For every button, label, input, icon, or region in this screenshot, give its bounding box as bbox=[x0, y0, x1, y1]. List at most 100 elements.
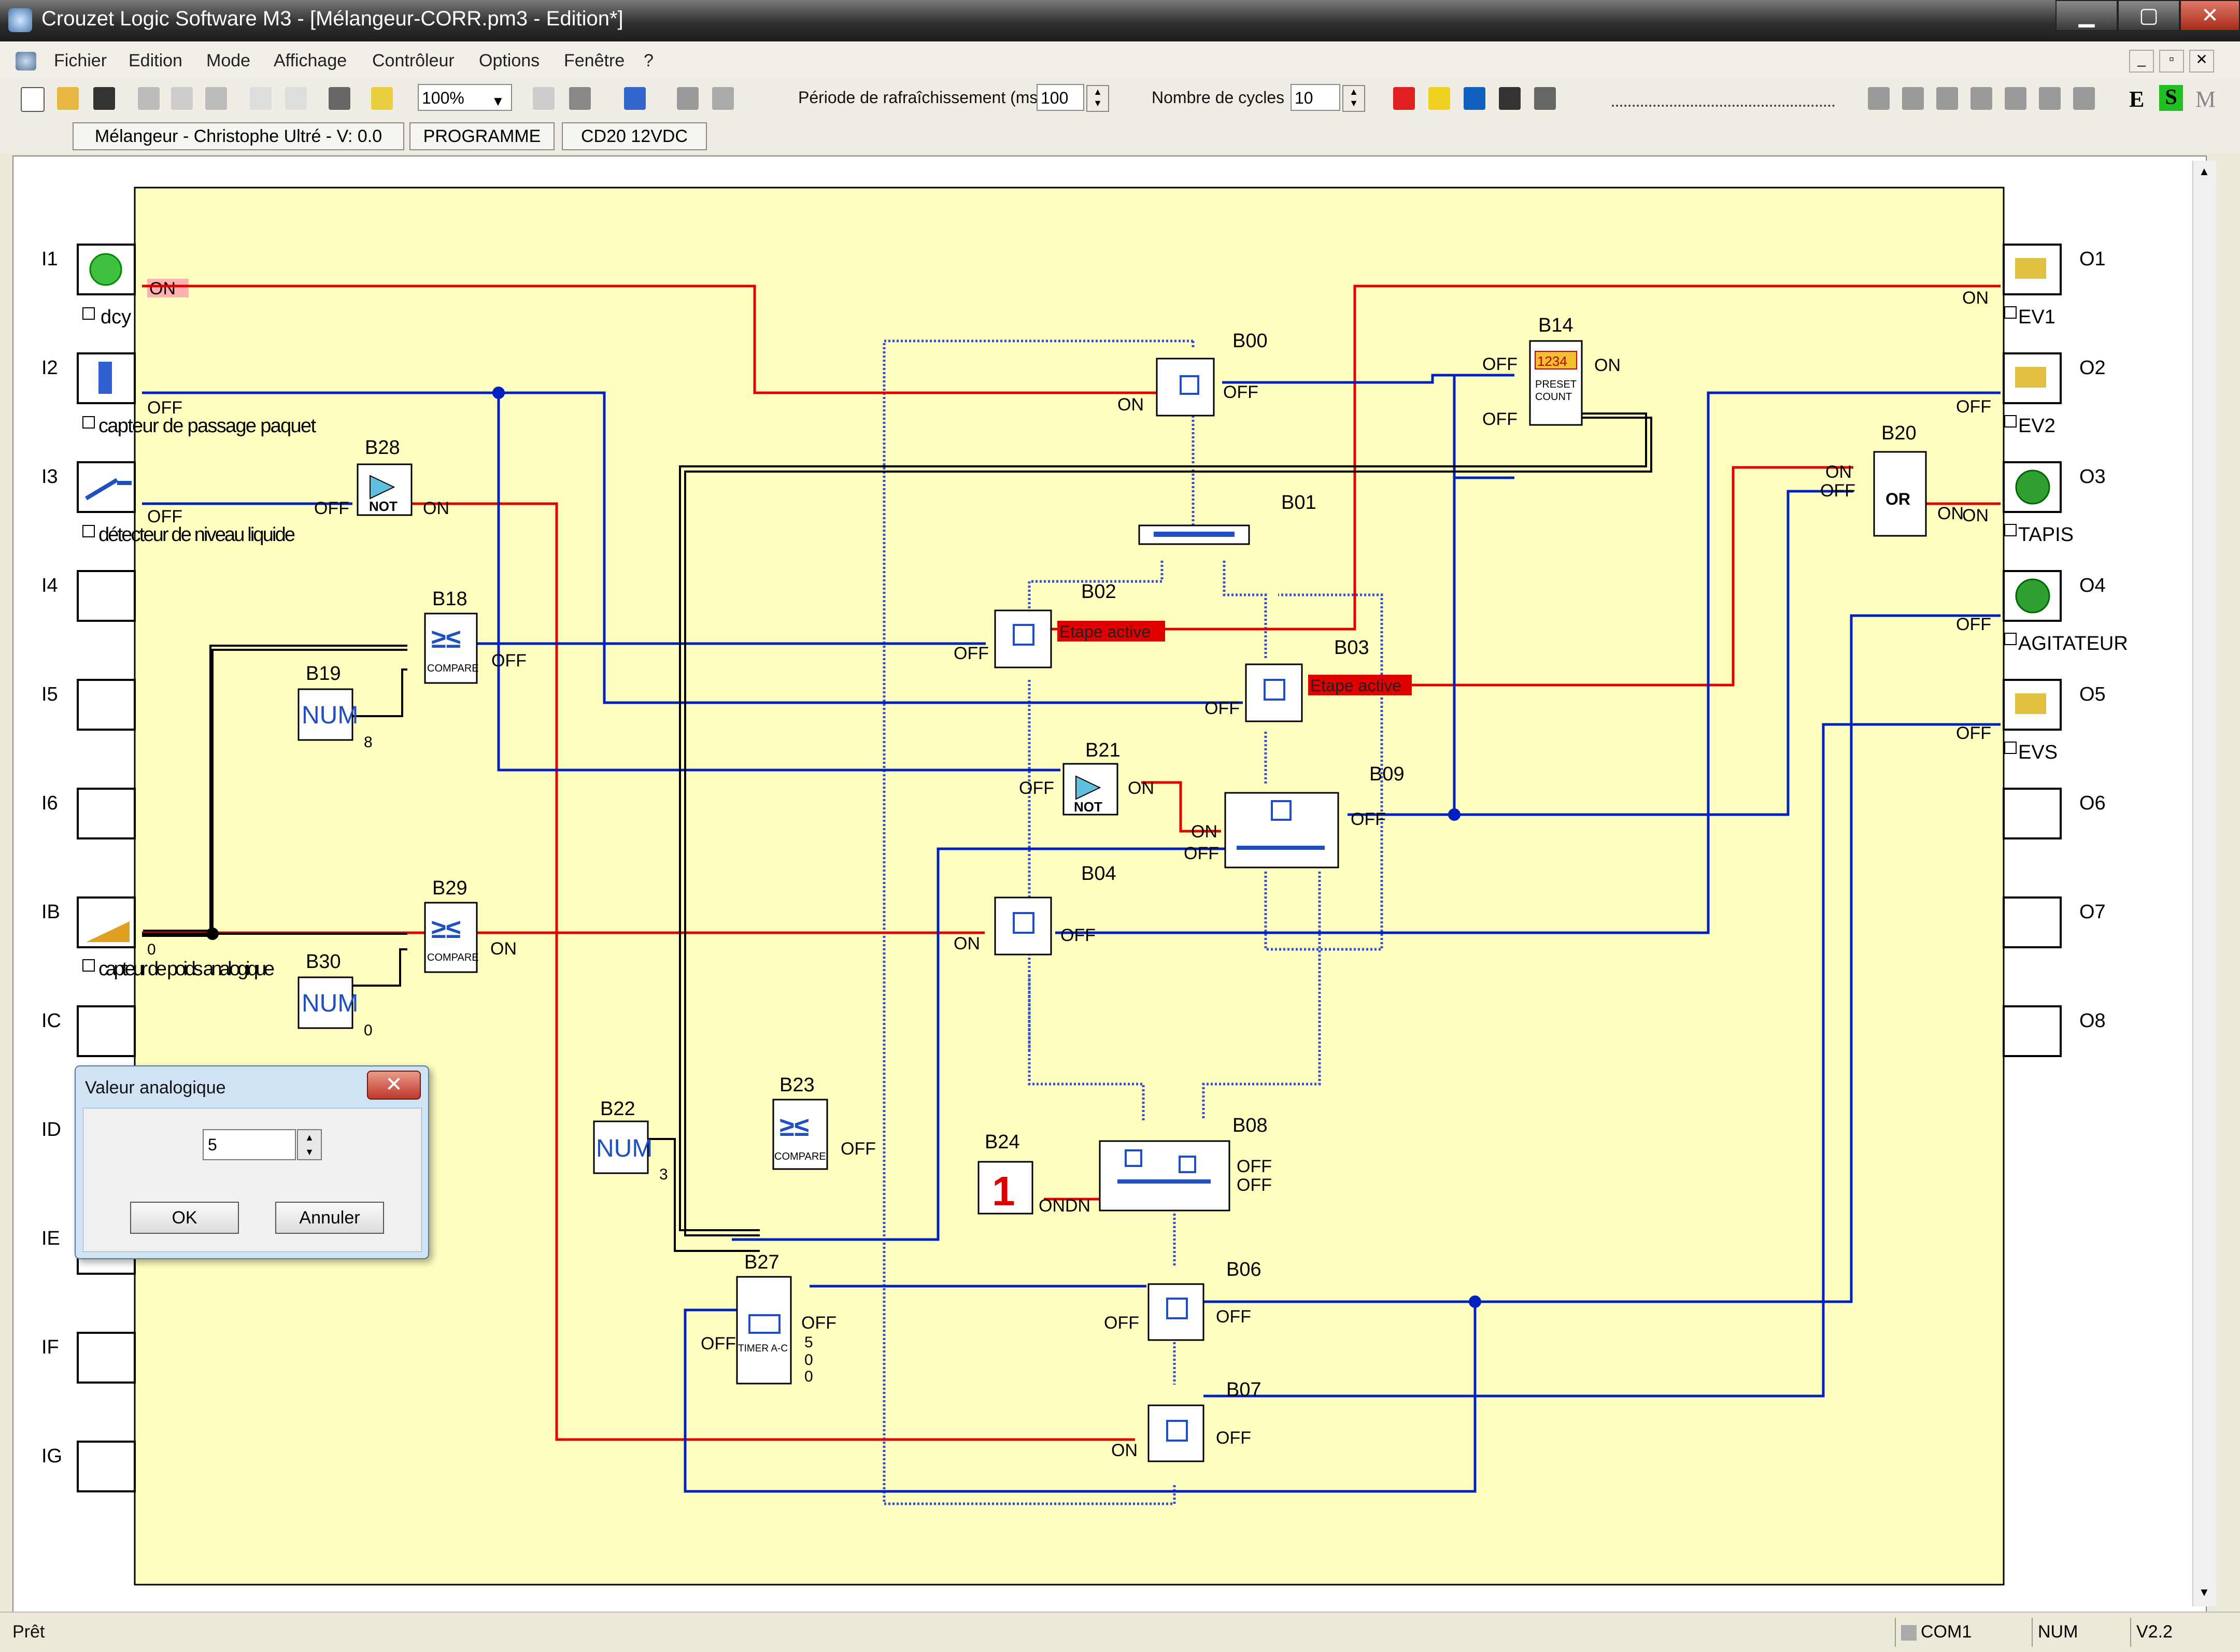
minimize-button[interactable]: ▁ bbox=[2055, 0, 2118, 31]
menu-fichier[interactable]: Fichier bbox=[54, 51, 107, 70]
input-checkbox[interactable] bbox=[82, 307, 95, 320]
mdi-close-button[interactable]: ✕ bbox=[2189, 50, 2214, 73]
vertical-scrollbar[interactable]: ▲ ▼ bbox=[2192, 161, 2216, 1606]
block-B02[interactable]: B02 Etape active OFF bbox=[954, 581, 1165, 668]
output-O7[interactable]: O7 bbox=[2003, 896, 2106, 948]
scroll-down-icon[interactable]: ▼ bbox=[2199, 1586, 2210, 1599]
new-file-icon[interactable] bbox=[21, 87, 45, 112]
output-O4[interactable]: O4 AGITATEUR OFF bbox=[1956, 570, 2128, 654]
menu-fenetre[interactable]: Fenêtre bbox=[564, 51, 625, 70]
output-checkbox[interactable] bbox=[2004, 524, 2017, 536]
refresh-spinner[interactable]: ▲▼ bbox=[1086, 85, 1109, 112]
zoom-select[interactable]: 100% bbox=[418, 84, 512, 111]
step-icon[interactable] bbox=[1464, 87, 1485, 110]
block-B27[interactable]: B27 TIMER A-C OFF OFF 5 0 0 bbox=[701, 1251, 837, 1385]
copy-icon[interactable] bbox=[171, 87, 193, 110]
io-icon-6[interactable] bbox=[2039, 87, 2061, 110]
block-B20[interactable]: B20 OR ON OFF ON bbox=[1820, 422, 1964, 537]
undo-icon[interactable] bbox=[250, 87, 272, 110]
pause-icon[interactable] bbox=[1393, 87, 1415, 110]
input-IC[interactable]: IC bbox=[41, 1005, 136, 1057]
maximize-button[interactable]: ▢ bbox=[2118, 0, 2180, 31]
io-icon-5[interactable] bbox=[2005, 87, 2026, 110]
block-B19[interactable]: B19 NUM 8 bbox=[297, 663, 373, 751]
input-I3[interactable]: I3 détecteur de niveau liquide OFF bbox=[41, 461, 295, 546]
menu-help[interactable]: ? bbox=[644, 51, 654, 70]
dialog-close-button[interactable]: ✕ bbox=[367, 1071, 421, 1100]
settings-icon[interactable] bbox=[1534, 87, 1556, 110]
analog-value-input[interactable]: 5 bbox=[203, 1129, 296, 1160]
block-B24[interactable]: B24 1 ONDN bbox=[977, 1131, 1090, 1216]
output-checkbox[interactable] bbox=[2004, 742, 2017, 754]
input-I6[interactable]: I6 bbox=[41, 788, 136, 839]
input-IF[interactable]: IF bbox=[41, 1332, 136, 1384]
open-folder-icon[interactable] bbox=[57, 87, 79, 110]
close-button[interactable]: ✕ bbox=[2180, 0, 2240, 31]
analog-value-spinner[interactable]: ▲▼ bbox=[297, 1129, 322, 1160]
output-checkbox[interactable] bbox=[2004, 633, 2017, 645]
block-B18[interactable]: B18 ≥≤ COMPARE OFF bbox=[424, 588, 527, 684]
block-B01[interactable]: B01 bbox=[1138, 492, 1316, 545]
input-I2[interactable]: I2 capteur de passage paquet OFF bbox=[41, 352, 316, 437]
cut-icon[interactable] bbox=[138, 87, 160, 110]
output-O8[interactable]: O8 bbox=[2003, 1005, 2106, 1057]
input-checkbox[interactable] bbox=[82, 416, 95, 429]
io-icon-7[interactable] bbox=[2073, 87, 2095, 110]
save-icon[interactable] bbox=[93, 87, 115, 110]
block-B14[interactable]: B14 1234 PRESET COUNT ON OFF OFF bbox=[1482, 315, 1621, 429]
mode-e-button[interactable]: E bbox=[2129, 87, 2145, 112]
input-checkbox[interactable] bbox=[82, 959, 95, 972]
paste-icon[interactable] bbox=[205, 87, 227, 110]
io-icon-2[interactable] bbox=[1902, 87, 1924, 110]
output-O5[interactable]: O5 EVS OFF bbox=[1956, 679, 2106, 763]
program-canvas[interactable] bbox=[134, 187, 2005, 1586]
block-B08[interactable]: B08 OFF OFF bbox=[1099, 1115, 1272, 1212]
block-B09[interactable]: B09 OFF ON OFF bbox=[1184, 763, 1405, 868]
io-icon-1[interactable] bbox=[1868, 87, 1890, 110]
block-B28[interactable]: B28 NOT ON OFF bbox=[314, 437, 449, 518]
cancel-button[interactable]: Annuler bbox=[275, 1202, 384, 1234]
block-B29[interactable]: B29 ≥≤ COMPARE ON bbox=[424, 877, 517, 973]
block-B00[interactable]: B00 OFF ON bbox=[1117, 330, 1268, 417]
cycles-spinner[interactable]: ▲▼ bbox=[1342, 85, 1365, 112]
output-O2[interactable]: O2 EV2 OFF bbox=[1956, 352, 2106, 437]
input-IG[interactable]: IG bbox=[41, 1441, 136, 1492]
block-B22[interactable]: B22 NUM 3 bbox=[593, 1098, 668, 1183]
help-icon[interactable] bbox=[371, 87, 393, 110]
refresh-period-input[interactable]: 100 bbox=[1037, 84, 1084, 111]
output-O3[interactable]: O3 TAPIS ON bbox=[1962, 461, 2106, 546]
cycles-input[interactable]: 10 bbox=[1291, 84, 1340, 111]
input-IB[interactable]: IB capteur de poids analogique 0 bbox=[41, 896, 275, 980]
output-checkbox[interactable] bbox=[2004, 306, 2017, 319]
input-I4[interactable]: I4 bbox=[41, 570, 136, 622]
speed-slider[interactable] bbox=[1612, 89, 1835, 107]
block-B30[interactable]: B30 NUM 0 bbox=[297, 951, 373, 1039]
grid-dense-icon[interactable] bbox=[569, 87, 591, 110]
input-I5[interactable]: I5 bbox=[41, 679, 136, 731]
output-O6[interactable]: O6 bbox=[2003, 788, 2106, 839]
mode-s-button[interactable]: S bbox=[2159, 85, 2183, 111]
block-B07[interactable]: B07 OFF ON bbox=[1111, 1379, 1261, 1462]
align-icon[interactable] bbox=[624, 87, 646, 110]
link-icon[interactable] bbox=[677, 87, 699, 110]
block-B04[interactable]: B04 OFF ON bbox=[954, 863, 1116, 956]
block-B06[interactable]: B06 OFF OFF bbox=[1104, 1259, 1261, 1341]
grid-icon[interactable] bbox=[533, 87, 555, 110]
menu-edition[interactable]: Edition bbox=[129, 51, 182, 70]
block-B03[interactable]: B03 Etape active OFF bbox=[1204, 637, 1412, 722]
ok-button[interactable]: OK bbox=[130, 1202, 239, 1234]
lightning-icon[interactable] bbox=[1428, 87, 1450, 110]
menu-controleur[interactable]: Contrôleur bbox=[372, 51, 455, 70]
input-checkbox[interactable] bbox=[82, 525, 95, 537]
io-icon-4[interactable] bbox=[1970, 87, 1992, 110]
chevron-down-icon[interactable]: ▼ bbox=[491, 93, 505, 109]
io-icon-3[interactable] bbox=[1936, 87, 1958, 110]
redo-icon[interactable] bbox=[285, 87, 307, 110]
diagram-workarea[interactable]: I1 dcy ON I2 capteur de passage paquet O… bbox=[12, 155, 2207, 1614]
menu-affichage[interactable]: Affichage bbox=[274, 51, 347, 70]
block-B23[interactable]: B23 ≥≤ COMPARE OFF bbox=[772, 1074, 876, 1170]
menu-options[interactable]: Options bbox=[479, 51, 540, 70]
print-icon[interactable] bbox=[329, 87, 350, 110]
block-B21[interactable]: B21 NOT ON OFF bbox=[1019, 739, 1154, 816]
monitor-icon[interactable] bbox=[1499, 87, 1521, 110]
